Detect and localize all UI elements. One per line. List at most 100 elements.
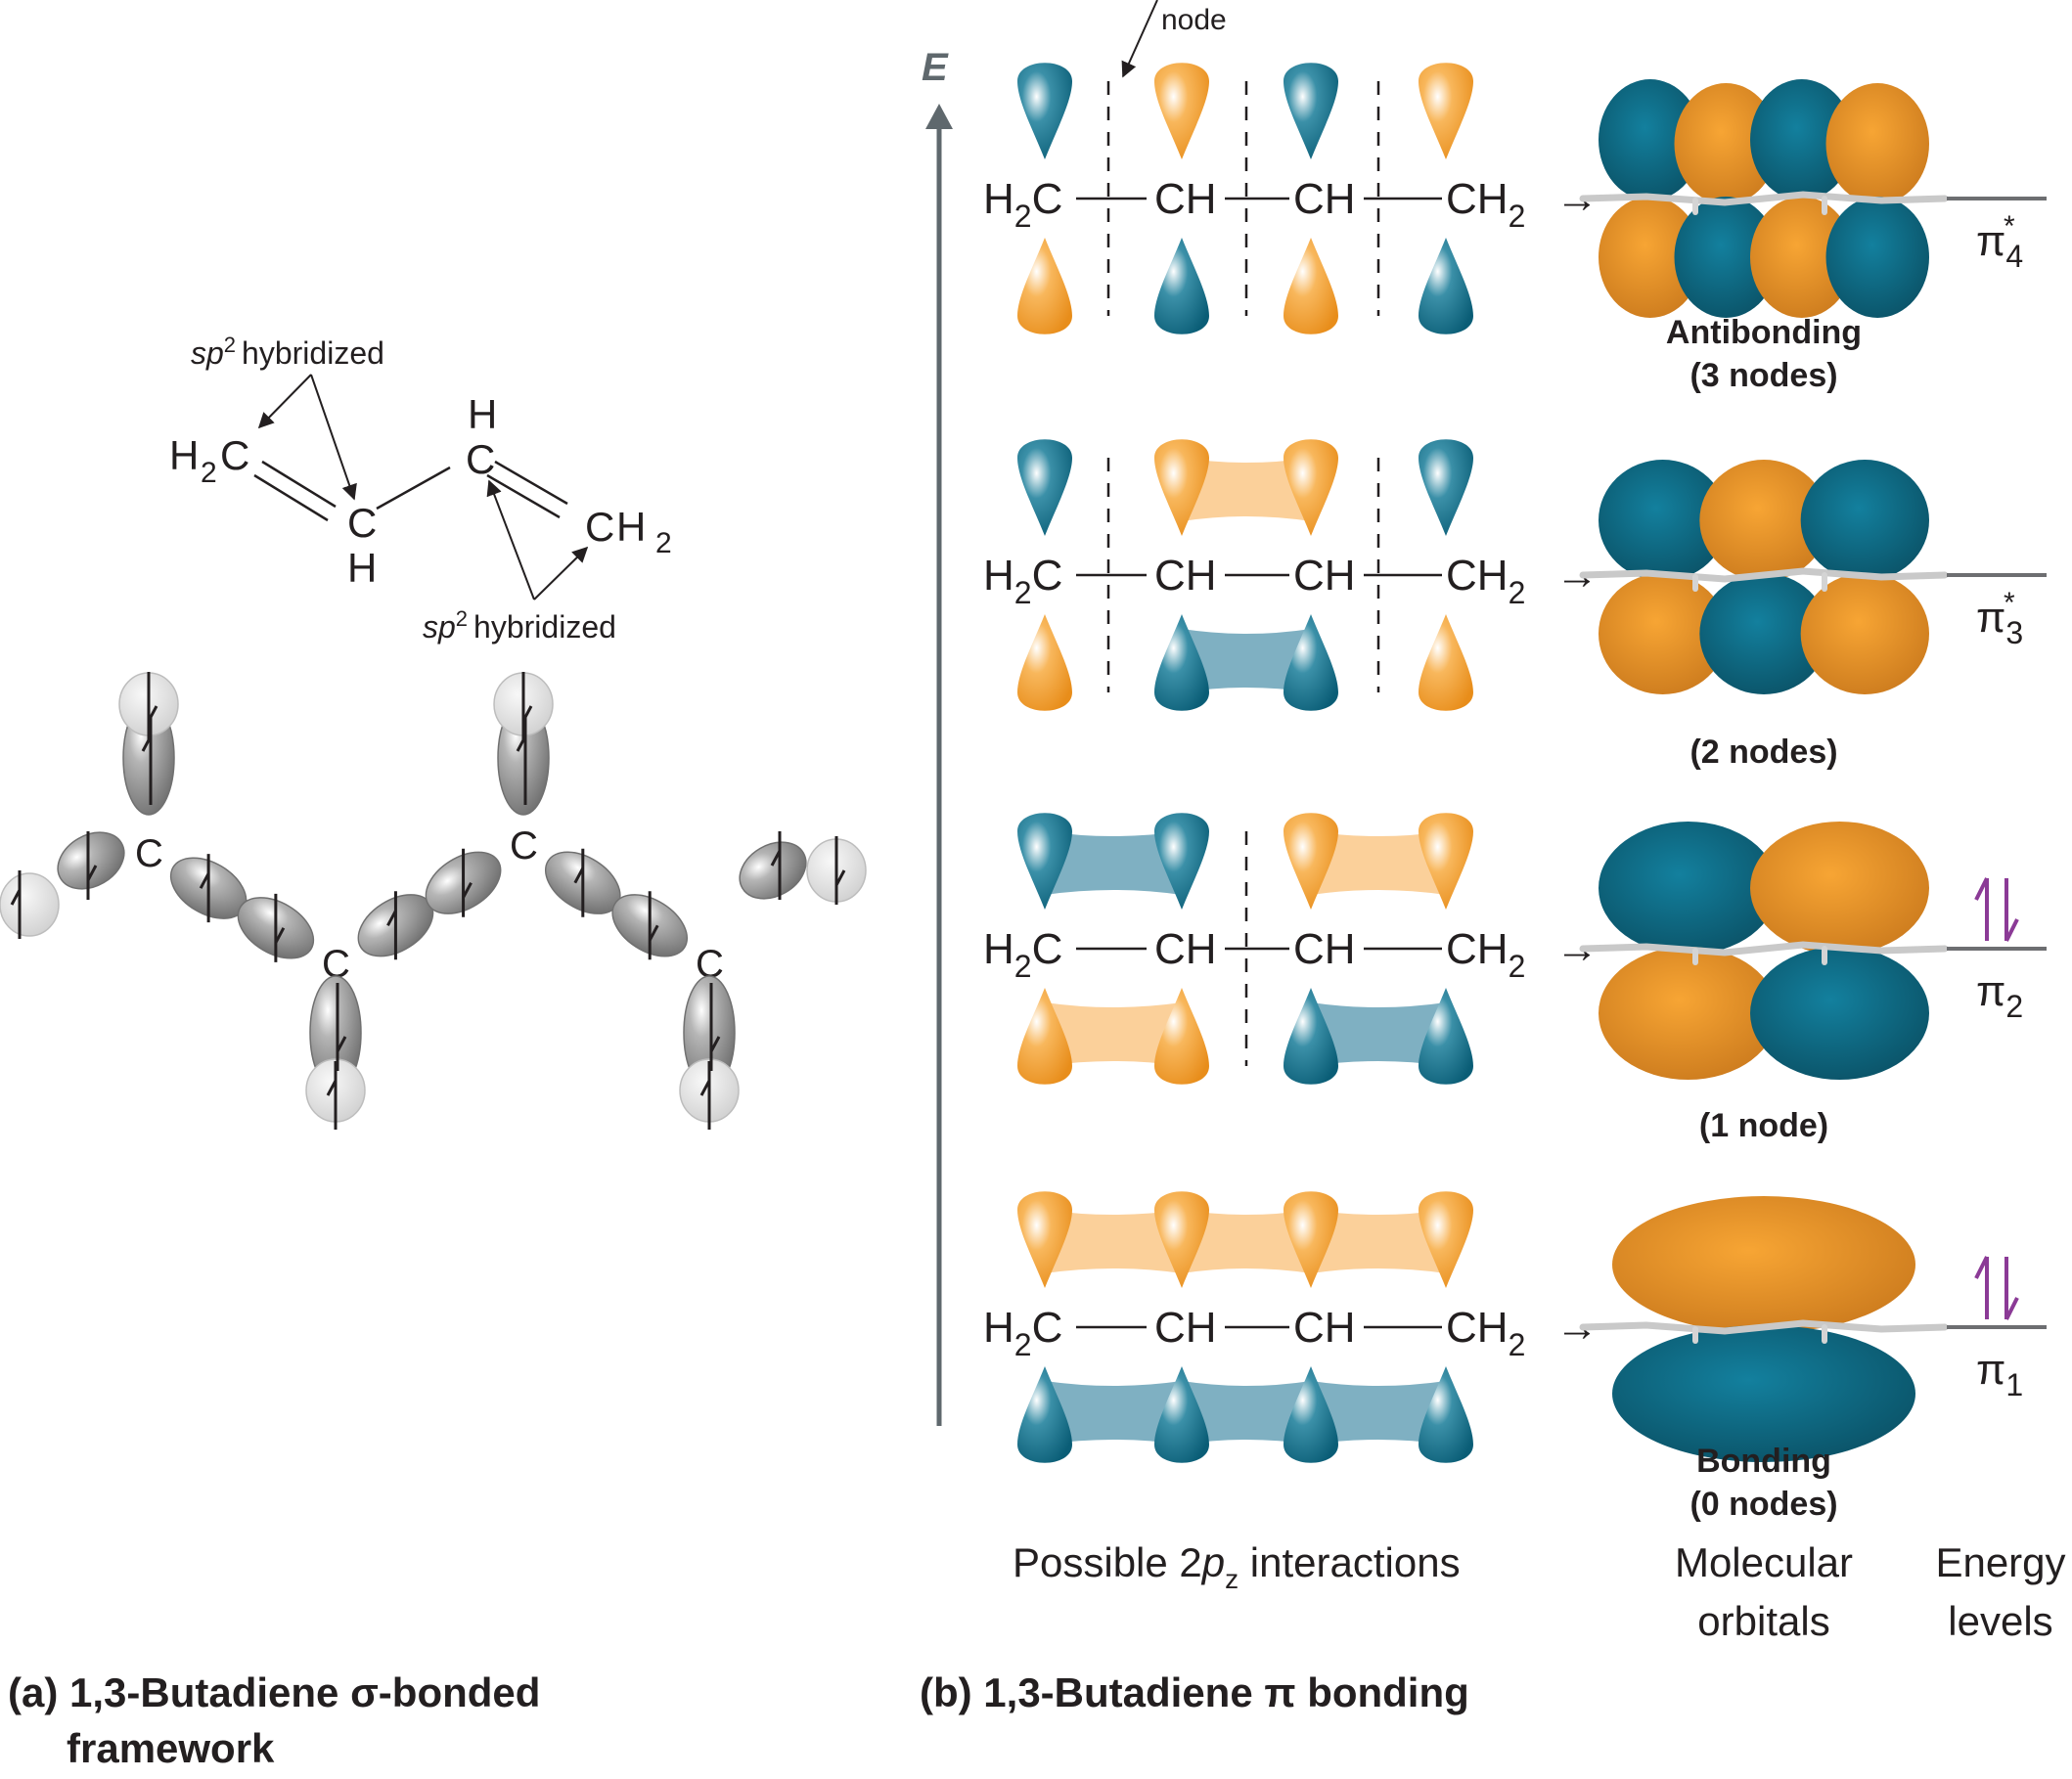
mo-lobe-bottom [1800,573,1930,694]
p-orbital-lobe-bottom [1017,988,1072,1085]
electron-up-arrow [386,891,397,960]
electron-up-arrow [10,870,22,939]
atom-c3-h: H [468,391,497,437]
electron-up-arrow [326,1061,338,1130]
chain-ch2-4: CH2 [1446,175,1525,234]
chain-ch2-4: CH2 [1446,1304,1525,1362]
electron-down-arrow [147,672,158,740]
p-orbital-lobe-top [1284,1191,1338,1288]
p-orbital-lobe-top [1284,63,1338,159]
p-orbital-lobe-bottom [1017,1366,1072,1463]
electron-up-arrow [699,1061,711,1130]
sigma-carbon-label: C [510,824,538,867]
atom-c2-h: H [347,545,377,591]
constructive-overlap-bottom [1045,1381,1182,1445]
p-orbital-lobe-top [1419,439,1473,536]
constructive-overlap-bottom [1311,1002,1446,1066]
electron-down-arrow [521,672,533,740]
arrow-to-c4 [533,546,589,600]
mo-nodes-label: (2 nodes) [1689,734,1837,771]
atom-c2: C [347,500,377,546]
chain-ch2-4: CH2 [1446,552,1525,610]
electron-down-arrow [86,831,98,900]
chain-ch-3: CH [1293,175,1356,223]
constructive-overlap-top [1311,1210,1446,1273]
constructive-overlap-top [1182,458,1311,521]
header-molecular: Molecular [1675,1539,1853,1585]
p-orbital-lobe-top [1419,813,1473,910]
p-orbital-lobe-top [1419,1191,1473,1288]
electron-up-arrow [770,831,782,900]
mo-lobe-top [1825,83,1929,204]
chain-formula: H2C [983,925,1062,984]
mo-lobe-top [1750,822,1929,955]
header-orbitals: orbitals [1697,1598,1829,1644]
header-levels: levels [1948,1598,2052,1644]
double-bond-2a [494,460,568,506]
mo-lobe-bottom [1599,947,1778,1080]
mo-lobe-top [1699,460,1828,581]
p-orbital-lobe-bottom [1154,238,1209,334]
chain-ch2-4: CH2 [1446,925,1525,984]
chain-ch-3: CH [1293,925,1356,973]
constructive-overlap-top [1045,831,1182,895]
double-bond-1b [253,473,329,522]
chain-ch-3: CH [1293,1304,1356,1352]
p-orbital-lobe-top [1284,439,1338,536]
mo-lobe-top [1599,460,1728,581]
p-orbital-lobe-bottom [1419,238,1473,334]
panel-a-caption: (a) 1,3-Butadiene σ-bonded [8,1669,540,1715]
p-orbital-lobe-top [1017,439,1072,536]
p-orbital-lobe-bottom [1284,614,1338,711]
mo-lobe-bottom [1699,573,1828,694]
atom-c4-h: H [616,504,646,550]
carbon-skeleton [1579,941,1949,956]
chain-formula: H2C [983,175,1062,234]
p-orbital-lobe-top [1154,63,1209,159]
mo-lobe-bottom [1612,1325,1915,1462]
electron-down-arrow [834,836,846,905]
molecular-orbital-pi1 [1579,1196,1949,1462]
carbon-skeleton [1579,567,1949,583]
hydrogen-1s-orbital [0,872,60,937]
p-orbital-lobe-bottom [1284,1366,1338,1463]
carbon-skeleton [1579,191,1949,206]
panel-a-caption-line2: framework [67,1725,275,1771]
p-orbital-lobe-top [1017,63,1072,159]
chain-formula: H2C [983,1304,1062,1362]
constructive-overlap-bottom [1311,1381,1446,1445]
atom-c1: C [220,432,249,478]
node-callout: node [1121,0,1227,78]
atom-h2c-h: H [169,432,199,478]
chain-ch-2: CH [1154,552,1217,600]
arrow-to-c3 [486,479,535,600]
antibonding-star: * [2004,210,2015,243]
molecular-orbital-pi4 [1579,79,1949,318]
energy-level-label: π1 [1976,1346,2023,1402]
energy-axis-label: E [922,46,949,89]
mo-nodes-label: (1 node) [1699,1107,1828,1144]
node-callout-arrow [1121,0,1158,78]
p-orbital-lobe-bottom [1154,988,1209,1085]
electron-up-arrow [573,848,585,917]
energy-axis: E [922,46,953,1426]
chain-ch-2: CH [1154,925,1217,973]
constructive-overlap-bottom [1045,1002,1182,1066]
atom-c4: C [585,504,614,550]
p-orbital-lobe-top [1017,813,1072,910]
sigma-sp2-lobe [57,831,125,890]
mo-lobe-top [1750,79,1854,200]
energy-level-label: π2 [1976,967,2023,1024]
energy-level-label: π3 [1976,594,2023,650]
constructive-overlap-top [1045,1210,1182,1273]
p-orbital-lobe-top [1154,813,1209,910]
mo-nodes-label: (0 nodes) [1689,1486,1837,1523]
energy-axis-arrowhead [925,104,953,129]
header-interactions: Possible 2pz interactions [1013,1539,1461,1594]
